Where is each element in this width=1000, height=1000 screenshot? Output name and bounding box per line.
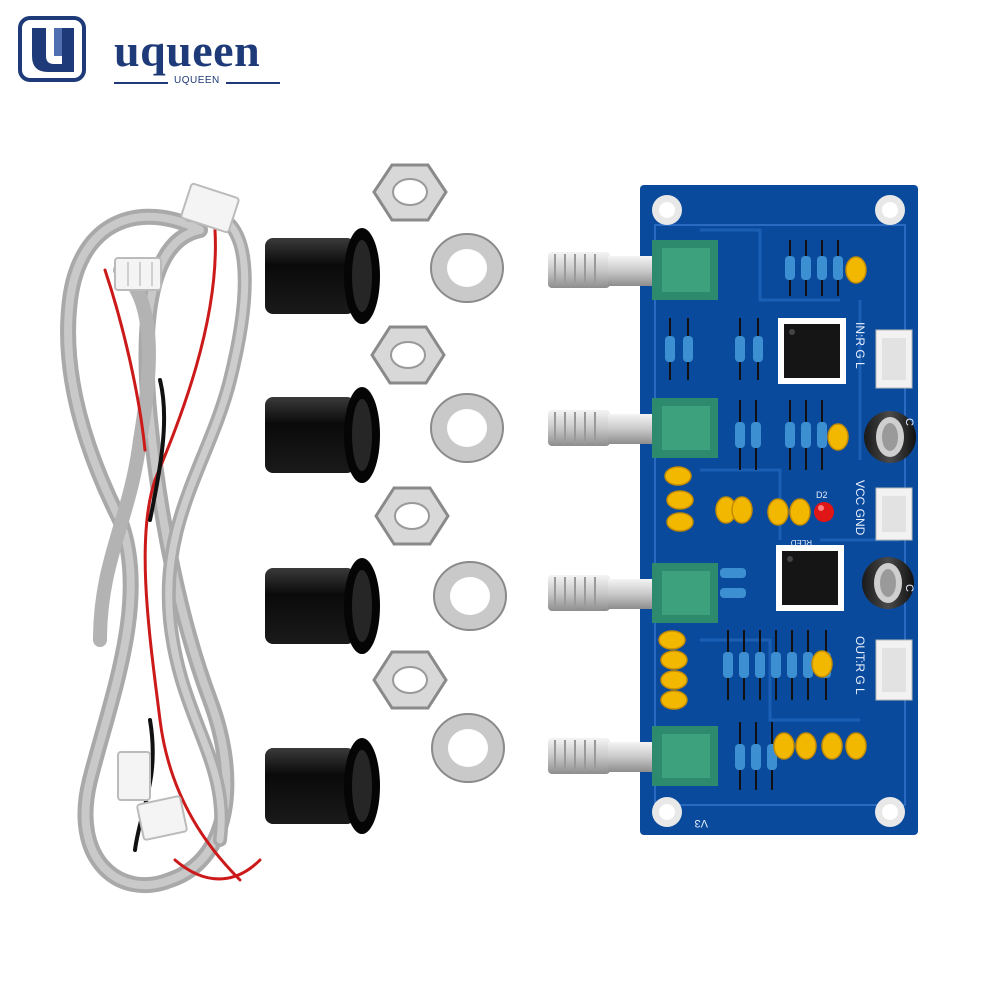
op-amp-chip [776,545,844,611]
label-out: OUT:R G L [853,636,867,695]
jst-connector-bottom [117,751,188,841]
red-led [814,502,834,522]
hex-nut [372,163,448,222]
cable-harness [60,206,262,893]
logo-mark-icon [18,16,86,82]
potentiometer [548,563,718,623]
potentiometer [548,398,718,458]
washer [433,561,507,631]
washer [430,393,504,463]
ceramic-capacitors [658,256,867,760]
label-power: VCC GND [853,480,867,536]
knob [265,558,380,654]
op-amp-chip [778,318,846,384]
label-led: RLED [790,538,812,547]
potentiometer [548,240,718,300]
electrolytic-capacitor [864,411,916,463]
power-connector [875,487,913,541]
knob [265,228,380,324]
brand-name: uqueen [114,25,261,76]
brand-logo: uqueen UQUEEN [18,16,280,88]
washer [431,713,505,783]
hex-nut [370,325,446,385]
knob [265,387,380,483]
input-connector [875,329,913,389]
potentiometer [548,726,718,786]
washer [430,233,504,303]
brand-subtitle: UQUEEN [168,74,226,88]
label-cap-1: C [903,418,915,426]
hex-nut [374,486,450,546]
label-cap-2: C [903,584,915,592]
hex-nut [372,650,448,710]
electrolytic-capacitor [862,557,914,609]
label-diode: D2 [816,490,828,500]
silkscreen-labels: IN:R G L VCC GND OUT:R G L RLED D2 V3 C … [695,322,915,829]
knob [265,738,380,834]
label-in: IN:R G L [853,322,867,369]
label-version: V3 [695,817,708,829]
output-connector [875,639,913,701]
jst-connector-top [114,182,240,291]
